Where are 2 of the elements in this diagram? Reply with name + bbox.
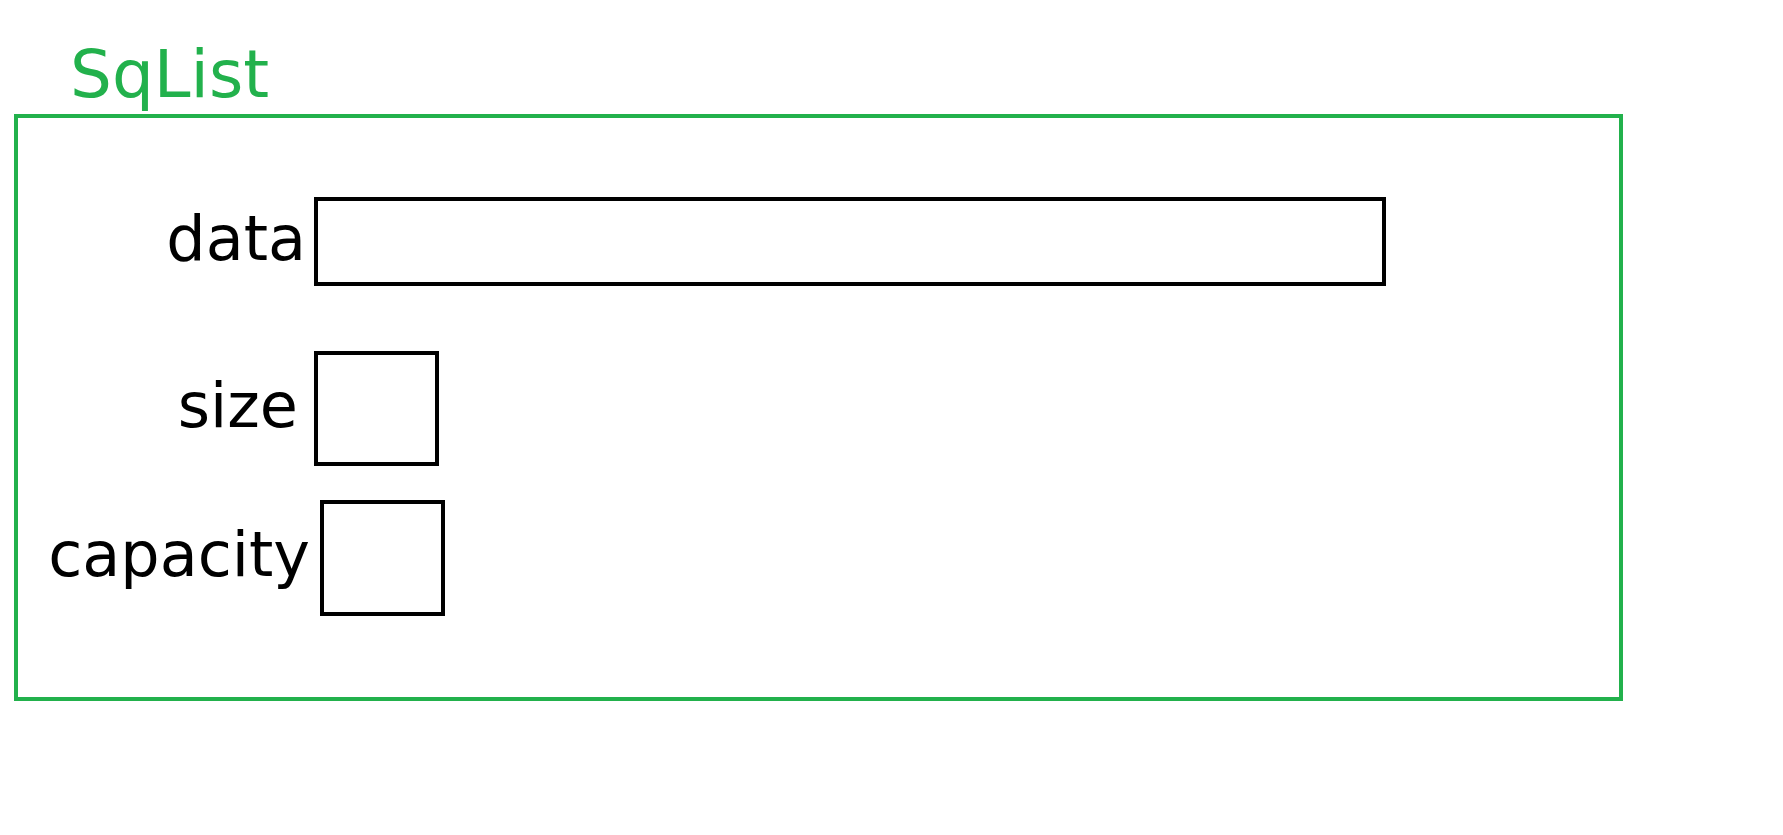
field-name: size — [177, 374, 298, 437]
field-name: data — [166, 207, 306, 270]
